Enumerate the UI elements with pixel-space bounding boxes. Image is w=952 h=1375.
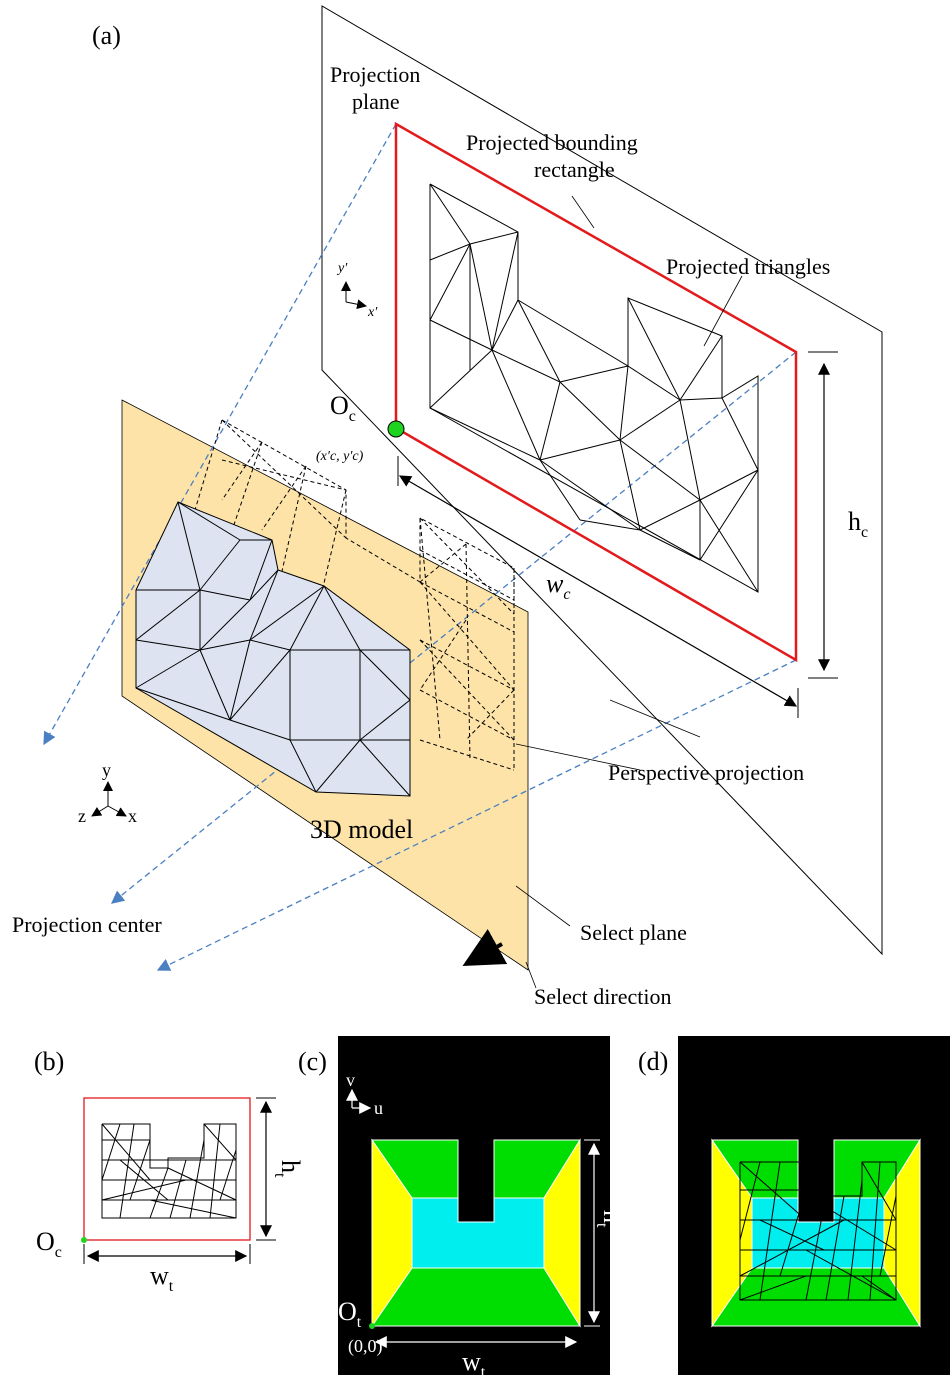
wc-label: wc [546,569,570,603]
axis-y-label: y [102,760,111,780]
c-v-label: v [346,1070,355,1090]
panel-label-c: (c) [298,1047,327,1076]
model-dashed-grid [179,419,515,771]
leader-lines [515,195,743,989]
select-direction-arrow [462,929,508,966]
axis-z-label: z [78,806,86,826]
axis-y-prime: y′ [336,261,348,276]
d-overlay-mesh [739,1161,897,1301]
c-ot-label: Ot [338,1297,362,1331]
projection-axes [341,281,367,310]
model-front-faces [135,501,411,797]
projection-center-label: Projection center [12,912,162,937]
c-u-label: u [374,1098,383,1118]
select-direction-label: Select direction [534,984,671,1009]
projection-plane [321,5,883,956]
c-ht-label: ht [593,1210,627,1228]
model-mesh [135,501,411,797]
c-wt-label: wt [462,1347,486,1375]
axis-x-prime: x′ [367,305,378,320]
b-ht-label: ht [271,1160,305,1178]
hc-label: hc [848,507,868,541]
axis-x-label: x [128,806,137,826]
projection-plane-label: Projection [330,62,420,87]
projection-plane-label-2: plane [352,89,400,114]
projected-triangles [429,183,759,593]
projected-bounding-rectangle-label-2: rectangle [534,157,615,182]
b-mesh [101,1123,237,1219]
b-oc-point [81,1237,87,1243]
select-plane-label: Select plane [580,920,687,945]
projected-bounding-rectangle-label: Projected bounding [466,130,638,155]
model-3d-label: 3D model [310,815,413,844]
c-origin-label: (0,0) [348,1336,383,1357]
c-uv-axes [346,1088,372,1114]
projected-triangles-label: Projected triangles [666,254,830,279]
b-bounding-rectangle [83,1097,251,1241]
c-ot-point [369,1323,375,1329]
panel-label-d: (d) [638,1047,668,1076]
wc-dimension [398,475,798,707]
perspective-projection-label: Perspective projection [608,760,804,785]
oc-coordinate: (x′c, y′c) [316,449,364,464]
panel-label-b: (b) [34,1047,64,1076]
b-oc-label: Oc [36,1227,62,1261]
c-texture-regions [371,1138,581,1328]
projection-rays [43,123,797,971]
model-axes [91,781,127,817]
oc-point [387,420,405,438]
panel-label-a: (a) [92,21,121,50]
oc-label: Oc [330,391,356,425]
b-wt-label: wt [150,1261,174,1295]
